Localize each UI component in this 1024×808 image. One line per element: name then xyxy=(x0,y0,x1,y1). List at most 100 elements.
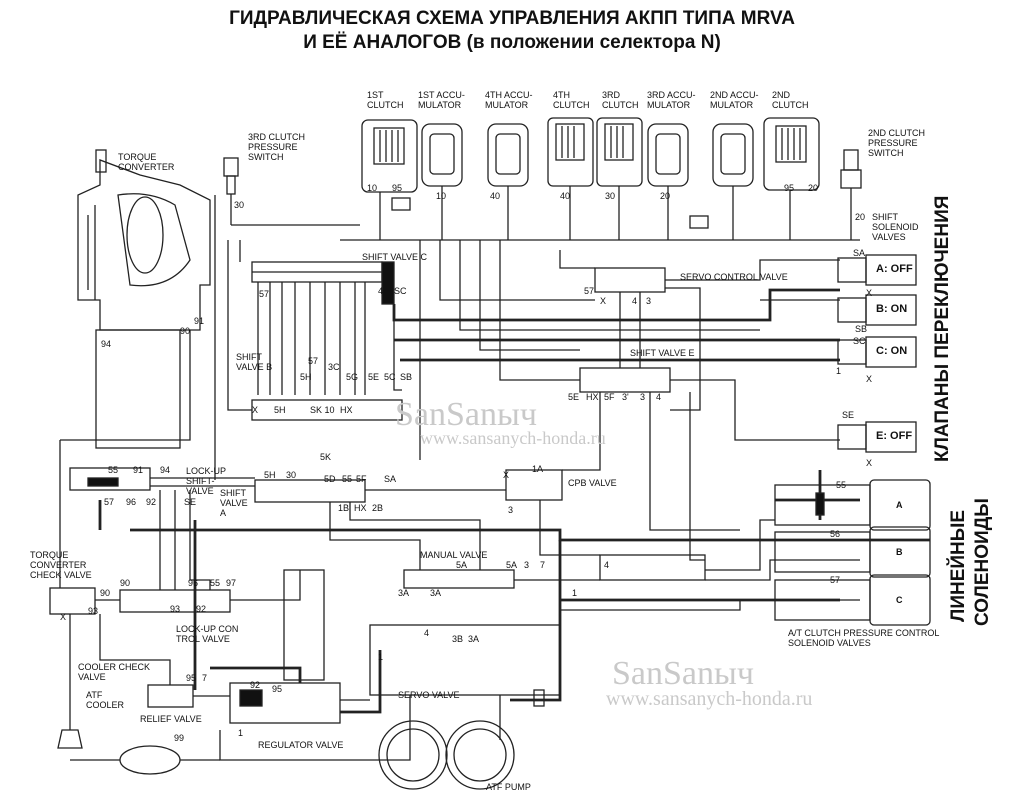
port-label: 4 xyxy=(378,286,384,296)
port-label: HX xyxy=(586,392,599,402)
port-label: 3B xyxy=(452,634,464,644)
port-label: 20 xyxy=(660,191,671,201)
port-label: 1B xyxy=(338,503,350,513)
port-label: 2B xyxy=(372,503,384,513)
port-label: 95 xyxy=(272,684,283,694)
port-label: 94 xyxy=(160,465,171,475)
port-label: 90 xyxy=(100,588,111,598)
solenoid-b-state: B: ON xyxy=(876,303,908,315)
port-label: SE xyxy=(184,497,197,507)
port-label: 5H xyxy=(274,405,286,415)
port-label: 57 xyxy=(830,575,841,585)
port-label: 5F xyxy=(356,474,367,484)
port-label: 99 xyxy=(174,733,185,743)
port-label: SA xyxy=(853,248,866,258)
port-label: 1 xyxy=(238,728,244,738)
port-label: 55 xyxy=(836,480,847,490)
port-label: SA xyxy=(384,474,397,484)
port-label: 3 xyxy=(508,505,514,515)
port-label: 7 xyxy=(540,560,546,570)
port-label: 40 xyxy=(560,191,571,201)
port-label: 5A xyxy=(456,560,468,570)
port-label: 40 xyxy=(490,191,501,201)
solenoid-c-state: C: ON xyxy=(876,345,908,357)
port-label: 4 xyxy=(604,560,610,570)
port-label: 95 xyxy=(186,673,197,683)
port-label: X xyxy=(252,405,259,415)
port-label: 5H xyxy=(264,470,276,480)
port-label: SB xyxy=(400,372,413,382)
port-label: 5A xyxy=(506,560,518,570)
clutch-accumulator-row xyxy=(340,117,860,241)
shift-solenoid-bodies xyxy=(837,254,917,453)
watermark-brand: SanSanыч xyxy=(395,396,537,433)
port-label: 57 xyxy=(584,286,595,296)
port-label: 4 xyxy=(632,296,638,306)
port-label: 30 xyxy=(234,200,245,210)
label-servo-valve: SERVO VALVE xyxy=(398,690,460,700)
port-label: SK 10 xyxy=(310,405,335,415)
port-label: 97 xyxy=(226,578,237,588)
pressure-switches xyxy=(223,149,862,240)
label-shift-valve-c: SHIFT VALVE C xyxy=(362,252,428,262)
label-cpb-valve: CPB VALVE xyxy=(568,478,617,488)
port-label: 3A xyxy=(430,588,442,598)
port-label: 10 xyxy=(436,191,447,201)
port-label: 3C xyxy=(328,362,340,372)
port-label: 1 xyxy=(572,588,578,598)
port-label: SB xyxy=(855,324,868,334)
diagram-title-line-2: И ЕЁ АНАЛОГОВ (в положении селектора N) xyxy=(303,32,721,53)
label-relief-valve: RELIEF VALVE xyxy=(140,714,202,724)
label-manual-valve: MANUAL VALVE xyxy=(420,550,488,560)
port-label: X xyxy=(60,612,67,622)
label-4th-clutch: 4TH CLUTCH xyxy=(553,90,590,110)
port-label: 55 xyxy=(108,465,119,475)
port-label: SC xyxy=(394,286,407,296)
label-linear-solenoids-ru-2: СОЛЕНОИДЫ xyxy=(972,498,993,626)
port-label: HX xyxy=(354,503,367,513)
port-label: 3 xyxy=(524,560,530,570)
label-regulator-valve: REGULATOR VALVE xyxy=(258,740,344,750)
linear-solenoid-bodies xyxy=(774,479,931,626)
diagram-title-line-1: ГИДРАВЛИЧЕСКАЯ СХЕМА УПРАВЛЕНИЯ АКПП ТИП… xyxy=(229,8,795,29)
port-label: X xyxy=(866,374,873,384)
port-label: 30 xyxy=(286,470,297,480)
port-label: 3A xyxy=(468,634,480,644)
label-linear-solenoids-ru-1: ЛИНЕЙНЫЕ xyxy=(948,509,969,622)
label-shift-valve-a: SHIFT VALVE A xyxy=(220,488,248,518)
port-label: 92 xyxy=(196,604,207,614)
oil-passages xyxy=(59,195,860,761)
label-2nd-clutch: 2ND CLUTCH xyxy=(772,90,809,110)
port-label: 92 xyxy=(146,497,157,507)
port-label: 92 xyxy=(250,680,261,690)
port-label: 94 xyxy=(101,339,112,349)
port-label: 1 xyxy=(836,366,842,376)
label-atf-pump: ATF PUMP xyxy=(486,782,531,792)
label-lockup-control-valve: LOCK-UP CON TROL VALVE xyxy=(176,624,239,644)
label-shift-valve-e: SHIFT VALVE E xyxy=(630,348,695,358)
port-label: 3' xyxy=(622,392,629,402)
port-label: 93 xyxy=(88,606,99,616)
port-label: 90 xyxy=(180,326,191,336)
pump-and-cooler xyxy=(57,689,545,790)
solenoid-e-state: E: OFF xyxy=(876,430,913,442)
port-label: SE xyxy=(842,410,855,420)
port-label: 4 xyxy=(656,392,662,402)
solenoid-a-state: A: OFF xyxy=(876,263,913,275)
port-label: 95 xyxy=(784,183,795,193)
label-lockup-shift-valve: LOCK-UP SHIFT- VALVE xyxy=(186,466,227,496)
label-1st-accumulator: 1ST ACCU- MULATOR xyxy=(418,90,465,110)
label-torque-converter: TORQUE CONVERTER xyxy=(118,152,175,172)
port-label: 57 xyxy=(308,356,319,366)
port-label: X xyxy=(600,296,607,306)
port-label: 1 xyxy=(378,652,384,662)
port-label: 5C xyxy=(384,372,396,382)
label-3rd-clutch: 3RD CLUTCH xyxy=(602,90,639,110)
port-label: 90 xyxy=(120,578,131,588)
label-2nd-clutch-pressure-switch: 2ND CLUTCH PRESSURE SWITCH xyxy=(868,128,926,158)
port-label: 57 xyxy=(104,497,115,507)
port-label: 96 xyxy=(126,497,137,507)
port-label: 4 xyxy=(424,628,430,638)
port-label: 91 xyxy=(133,465,144,475)
